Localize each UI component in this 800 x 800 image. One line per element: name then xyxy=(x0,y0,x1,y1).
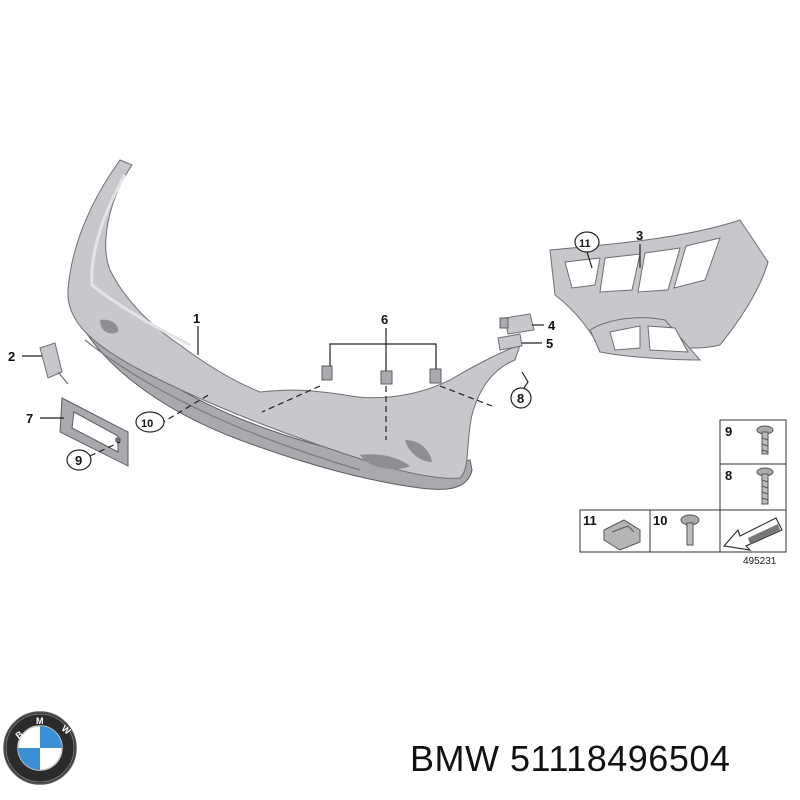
bumper-cover xyxy=(67,159,521,490)
diagram-number: 495231 xyxy=(743,556,777,567)
torx-screw-icon xyxy=(680,514,700,546)
license-plate-bracket xyxy=(59,397,129,467)
clip-nut-icon xyxy=(603,519,641,551)
logo-letter: M xyxy=(36,716,44,726)
bumper-bracket xyxy=(549,219,769,361)
callout-3: 3 xyxy=(636,228,643,243)
callout-7: 7 xyxy=(26,411,33,426)
callout-9-circle xyxy=(66,449,92,471)
retainer-clip-left xyxy=(321,365,333,381)
legend-label-11: 11 xyxy=(583,513,597,528)
callout-9: 9 xyxy=(75,453,82,468)
bmw-logo: B M W xyxy=(3,711,77,785)
retainer-clip-center xyxy=(380,370,393,385)
callout-5: 5 xyxy=(546,336,553,351)
clip-bracket-4 xyxy=(499,313,535,335)
legend-label-8: 8 xyxy=(725,468,732,483)
callout-6: 6 xyxy=(381,312,388,327)
legend-label-10: 10 xyxy=(653,513,667,528)
retainer-clip-right xyxy=(429,368,442,384)
screw-icon-small xyxy=(756,425,774,455)
leader-11-top xyxy=(586,251,593,269)
brand-make: BMW xyxy=(410,738,500,779)
callout-2: 2 xyxy=(8,349,15,364)
part-number: 51118496504 xyxy=(510,738,731,779)
callout-11-circle xyxy=(574,231,600,253)
arrow-icon xyxy=(722,517,783,551)
callout-10: 10 xyxy=(141,418,153,430)
logo-letter: B xyxy=(14,729,26,741)
callout-8: 8 xyxy=(517,391,524,406)
callout-11: 11 xyxy=(579,238,591,250)
guide-9 xyxy=(89,441,121,457)
clip-bracket-5 xyxy=(497,333,523,351)
leader-6 xyxy=(329,328,437,371)
leader-8 xyxy=(521,371,529,389)
callout-10-circle xyxy=(135,411,165,433)
callout-1: 1 xyxy=(193,311,200,326)
fastener-legend: 9 8 11 10 495231 xyxy=(579,419,787,567)
callout-8-circle xyxy=(510,387,532,409)
screw-icon-long xyxy=(756,467,774,505)
trim-cover-2 xyxy=(39,342,69,385)
brand-part-number: BMW 51118496504 xyxy=(410,738,730,780)
legend-label-9: 9 xyxy=(725,424,732,439)
guide-left xyxy=(261,385,321,413)
callout-4: 4 xyxy=(548,318,556,333)
